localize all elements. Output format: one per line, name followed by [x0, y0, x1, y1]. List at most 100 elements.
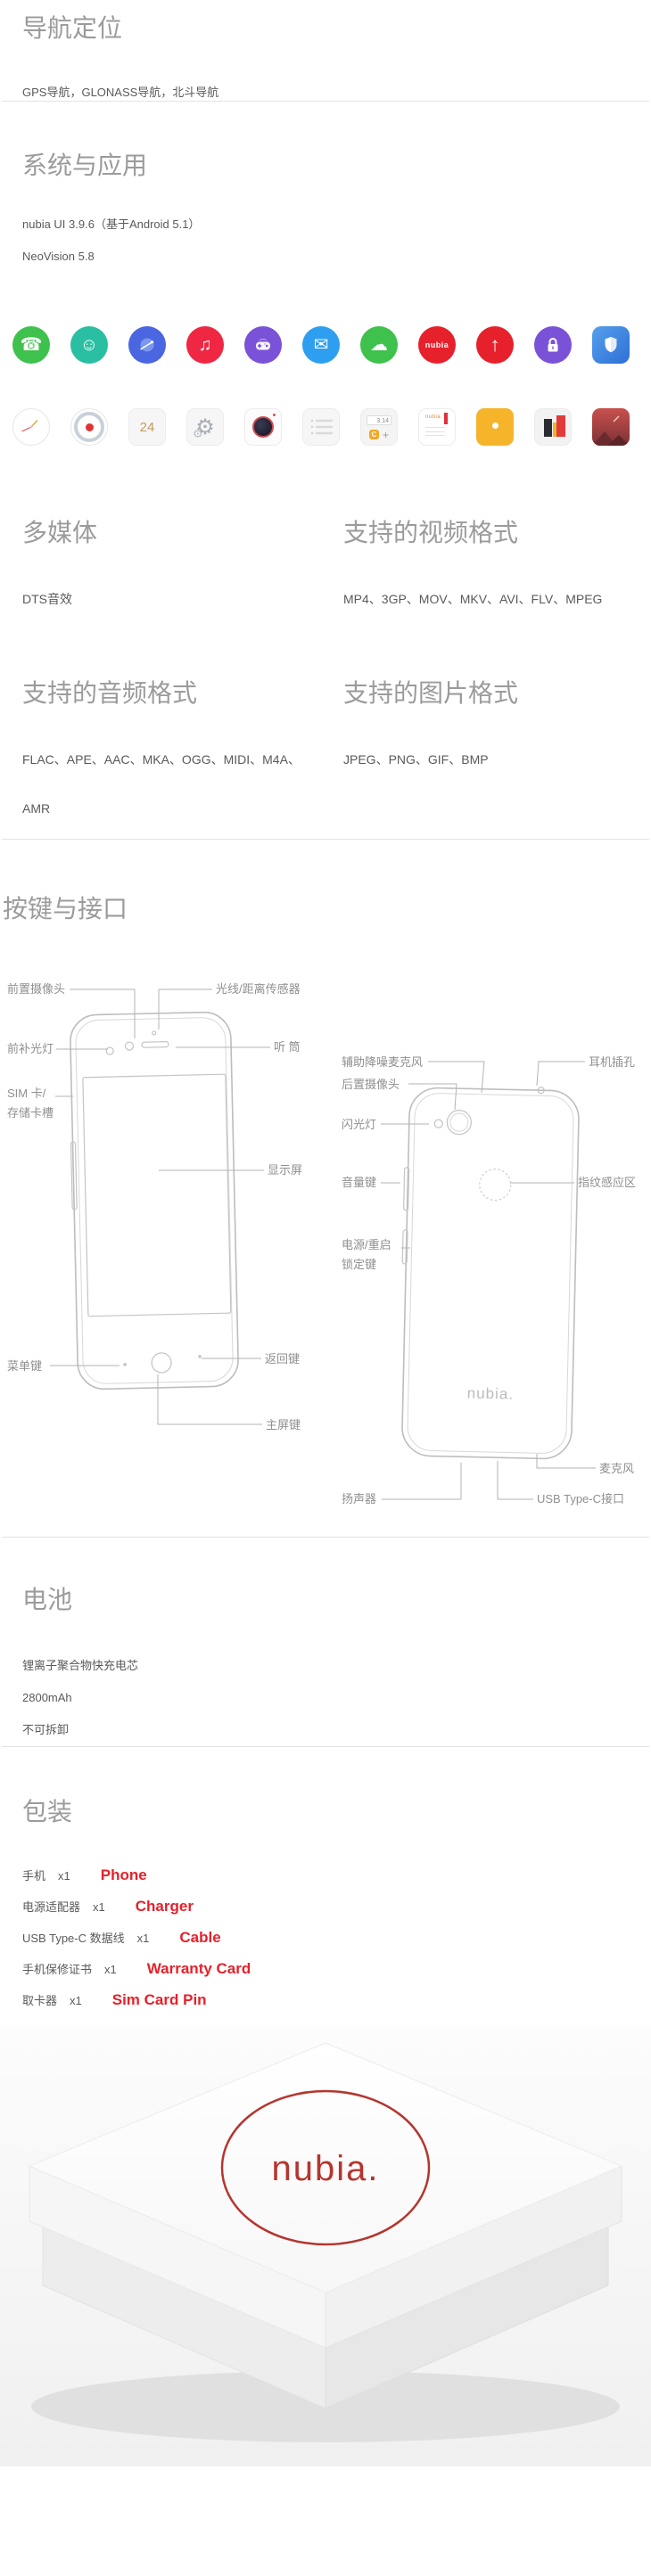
nubia-app-label: nubia	[424, 340, 449, 349]
image-formats-body: JPEG、PNG、GIF、BMP	[343, 752, 489, 767]
label-menu-key: 菜单键	[7, 1359, 42, 1373]
video-formats-body: MP4、3GP、MOV、MKV、AVI、FLV、MPEG	[343, 592, 603, 606]
landscape-icon	[592, 408, 630, 446]
update-arrow-glyph: ↑	[490, 333, 500, 356]
recorder-icon	[70, 408, 108, 446]
video-formats-cell: 支持的视频格式 MP4、3GP、MOV、MKV、AVI、FLV、MPEG	[343, 518, 651, 678]
calculator-c-button: C	[368, 430, 379, 439]
packaging-item-name: 手机保修证书	[22, 1963, 93, 1976]
app-icons-row-2: 24 ⚙ ⚙ 3.14 C + nubia	[0, 408, 651, 446]
packaging-item: 电源适配器 x1 Charger	[22, 1891, 629, 1923]
recorder-ring	[74, 412, 104, 442]
label-headphone-jack: 耳机插孔	[589, 1055, 635, 1069]
section-title-multimedia: 多媒体	[22, 519, 98, 546]
packaging-item-en: Charger	[135, 1898, 194, 1915]
label-front-camera: 前置摄像头	[7, 982, 65, 996]
clock-hands-icon	[21, 419, 38, 432]
email-icon: ✉	[302, 326, 340, 364]
label-volume-key: 音量键	[342, 1176, 376, 1189]
retail-box-photo: nubia.	[0, 2025, 651, 2466]
section-packaging: 包装 手机 x1 Phone 电源适配器 x1 Charger USB Type…	[0, 1797, 651, 2016]
music-icon: ♫	[186, 326, 224, 364]
phone-front-outline	[70, 1011, 239, 1391]
calculator-plus-button: +	[382, 428, 389, 441]
packaging-item-en: Phone	[100, 1866, 147, 1883]
packaging-item-en: Sim Card Pin	[111, 1991, 207, 2008]
red-card-icon	[556, 415, 565, 437]
multimedia-cell: 多媒体 DTS音效	[22, 518, 343, 678]
user-guide-brand: nubia	[425, 414, 441, 420]
packaging-item-name: 电源适配器	[22, 1900, 81, 1914]
battery-capacity: 2800mAh	[22, 1691, 72, 1704]
cloud-glyph: ☁	[370, 335, 388, 355]
phone-icon: ☎	[12, 326, 50, 364]
packaging-item: 手机 x1 Phone	[22, 1860, 629, 1891]
label-display: 显示屏	[268, 1163, 302, 1177]
camera-led-icon	[273, 414, 276, 416]
label-sim-line1: SIM 卡/	[7, 1087, 46, 1100]
app-update-icon: ↑	[476, 326, 514, 364]
label-back-key: 返回键	[265, 1352, 300, 1366]
calendar-day-label: 24	[139, 419, 155, 435]
image-formats-cell: 支持的图片格式 JPEG、PNG、GIF、BMP	[343, 678, 651, 839]
camera-icon	[244, 408, 282, 446]
battery-cell-type: 锂离子聚合物快充电芯	[22, 1659, 139, 1672]
label-power-line1: 电源/重启	[342, 1238, 391, 1251]
audio-formats-body: FLAC、APE、AAC、MKA、OGG、MIDI、M4A、AMR	[22, 752, 301, 816]
packaging-item: 取卡器 x1 Sim Card Pin	[22, 1985, 629, 2016]
divider	[2, 101, 649, 102]
folder-button-icon	[491, 422, 499, 429]
camera-lens-icon	[252, 416, 274, 438]
packaging-item-name: USB Type-C 数据线	[22, 1932, 125, 1945]
navigation-body: GPS导航，GLONASS导航，北斗导航	[22, 86, 219, 99]
user-guide-icon: nubia	[418, 408, 456, 446]
calculator-display: 3.14	[367, 414, 391, 425]
calculator-icon: 3.14 C +	[360, 408, 398, 446]
label-sim-line2: 存储卡槽	[7, 1106, 54, 1120]
messages-icon: ☺	[70, 326, 108, 364]
packaging-item-qty: x1	[70, 1994, 82, 2007]
file-manager-icon	[476, 408, 514, 446]
packaging-item-qty: x1	[93, 1900, 105, 1914]
gamepad-icon	[256, 339, 270, 350]
settings-icon: ⚙ ⚙	[186, 408, 224, 446]
section-navigation: 导航定位 GPS导航，GLONASS导航，北斗导航	[0, 0, 651, 101]
packaging-item-en: Cable	[179, 1929, 221, 1946]
label-aux-mic: 辅助降噪麦克风	[342, 1055, 423, 1069]
label-light-distance-sensor: 光线/距离传感器	[216, 982, 301, 996]
shield-icon	[605, 337, 617, 353]
divider	[2, 839, 649, 840]
packaging-list: 手机 x1 Phone 电源适配器 x1 Charger USB Type-C …	[22, 1860, 629, 2016]
label-front-fill-light: 前补光灯	[7, 1042, 54, 1055]
system-neovision: NeoVision 5.8	[22, 250, 95, 263]
section-title-keys-ports: 按键与接口	[3, 895, 128, 923]
section-title-image-formats: 支持的图片格式	[343, 679, 519, 707]
music-glyph: ♫	[198, 335, 212, 355]
packaging-item-name: 取卡器	[22, 1994, 58, 2007]
label-earpiece: 听 筒	[274, 1040, 301, 1054]
packaging-item-en: Warranty Card	[146, 1960, 251, 1977]
back-logo: nubia.	[467, 1384, 515, 1402]
label-usb: USB Type-C接口	[537, 1492, 624, 1505]
spec-page: 导航定位 GPS导航，GLONASS导航，北斗导航 系统与应用 nubia UI…	[0, 0, 651, 2466]
notes-lines-icon	[310, 419, 334, 435]
section-keys-ports: 按键与接口	[0, 894, 651, 1537]
messages-glyph: ☺	[79, 335, 99, 355]
label-power-line2: 锁定键	[342, 1258, 376, 1271]
label-rear-camera: 后置摄像头	[342, 1078, 400, 1091]
record-dot-icon	[85, 422, 94, 431]
audio-formats-cell: 支持的音频格式 FLAC、APE、AAC、MKA、OGG、MIDI、M4A、AM…	[22, 678, 343, 839]
gold-card-icon	[553, 422, 558, 437]
label-speaker: 扬声器	[342, 1492, 376, 1505]
padlock-icon	[548, 338, 558, 352]
multimedia-body: DTS音效	[22, 592, 72, 606]
divider	[2, 1746, 649, 1747]
calendar-icon: 24	[128, 408, 166, 446]
section-title-audio-formats: 支持的音频格式	[22, 679, 198, 707]
divider	[2, 1537, 649, 1538]
clock-icon	[12, 408, 50, 446]
section-battery: 电池 锂离子聚合物快充电芯 2800mAh 不可拆卸	[0, 1585, 651, 1746]
section-title-system: 系统与应用	[22, 152, 148, 179]
label-home-key: 主屏键	[266, 1418, 301, 1432]
black-card-icon	[544, 419, 552, 437]
